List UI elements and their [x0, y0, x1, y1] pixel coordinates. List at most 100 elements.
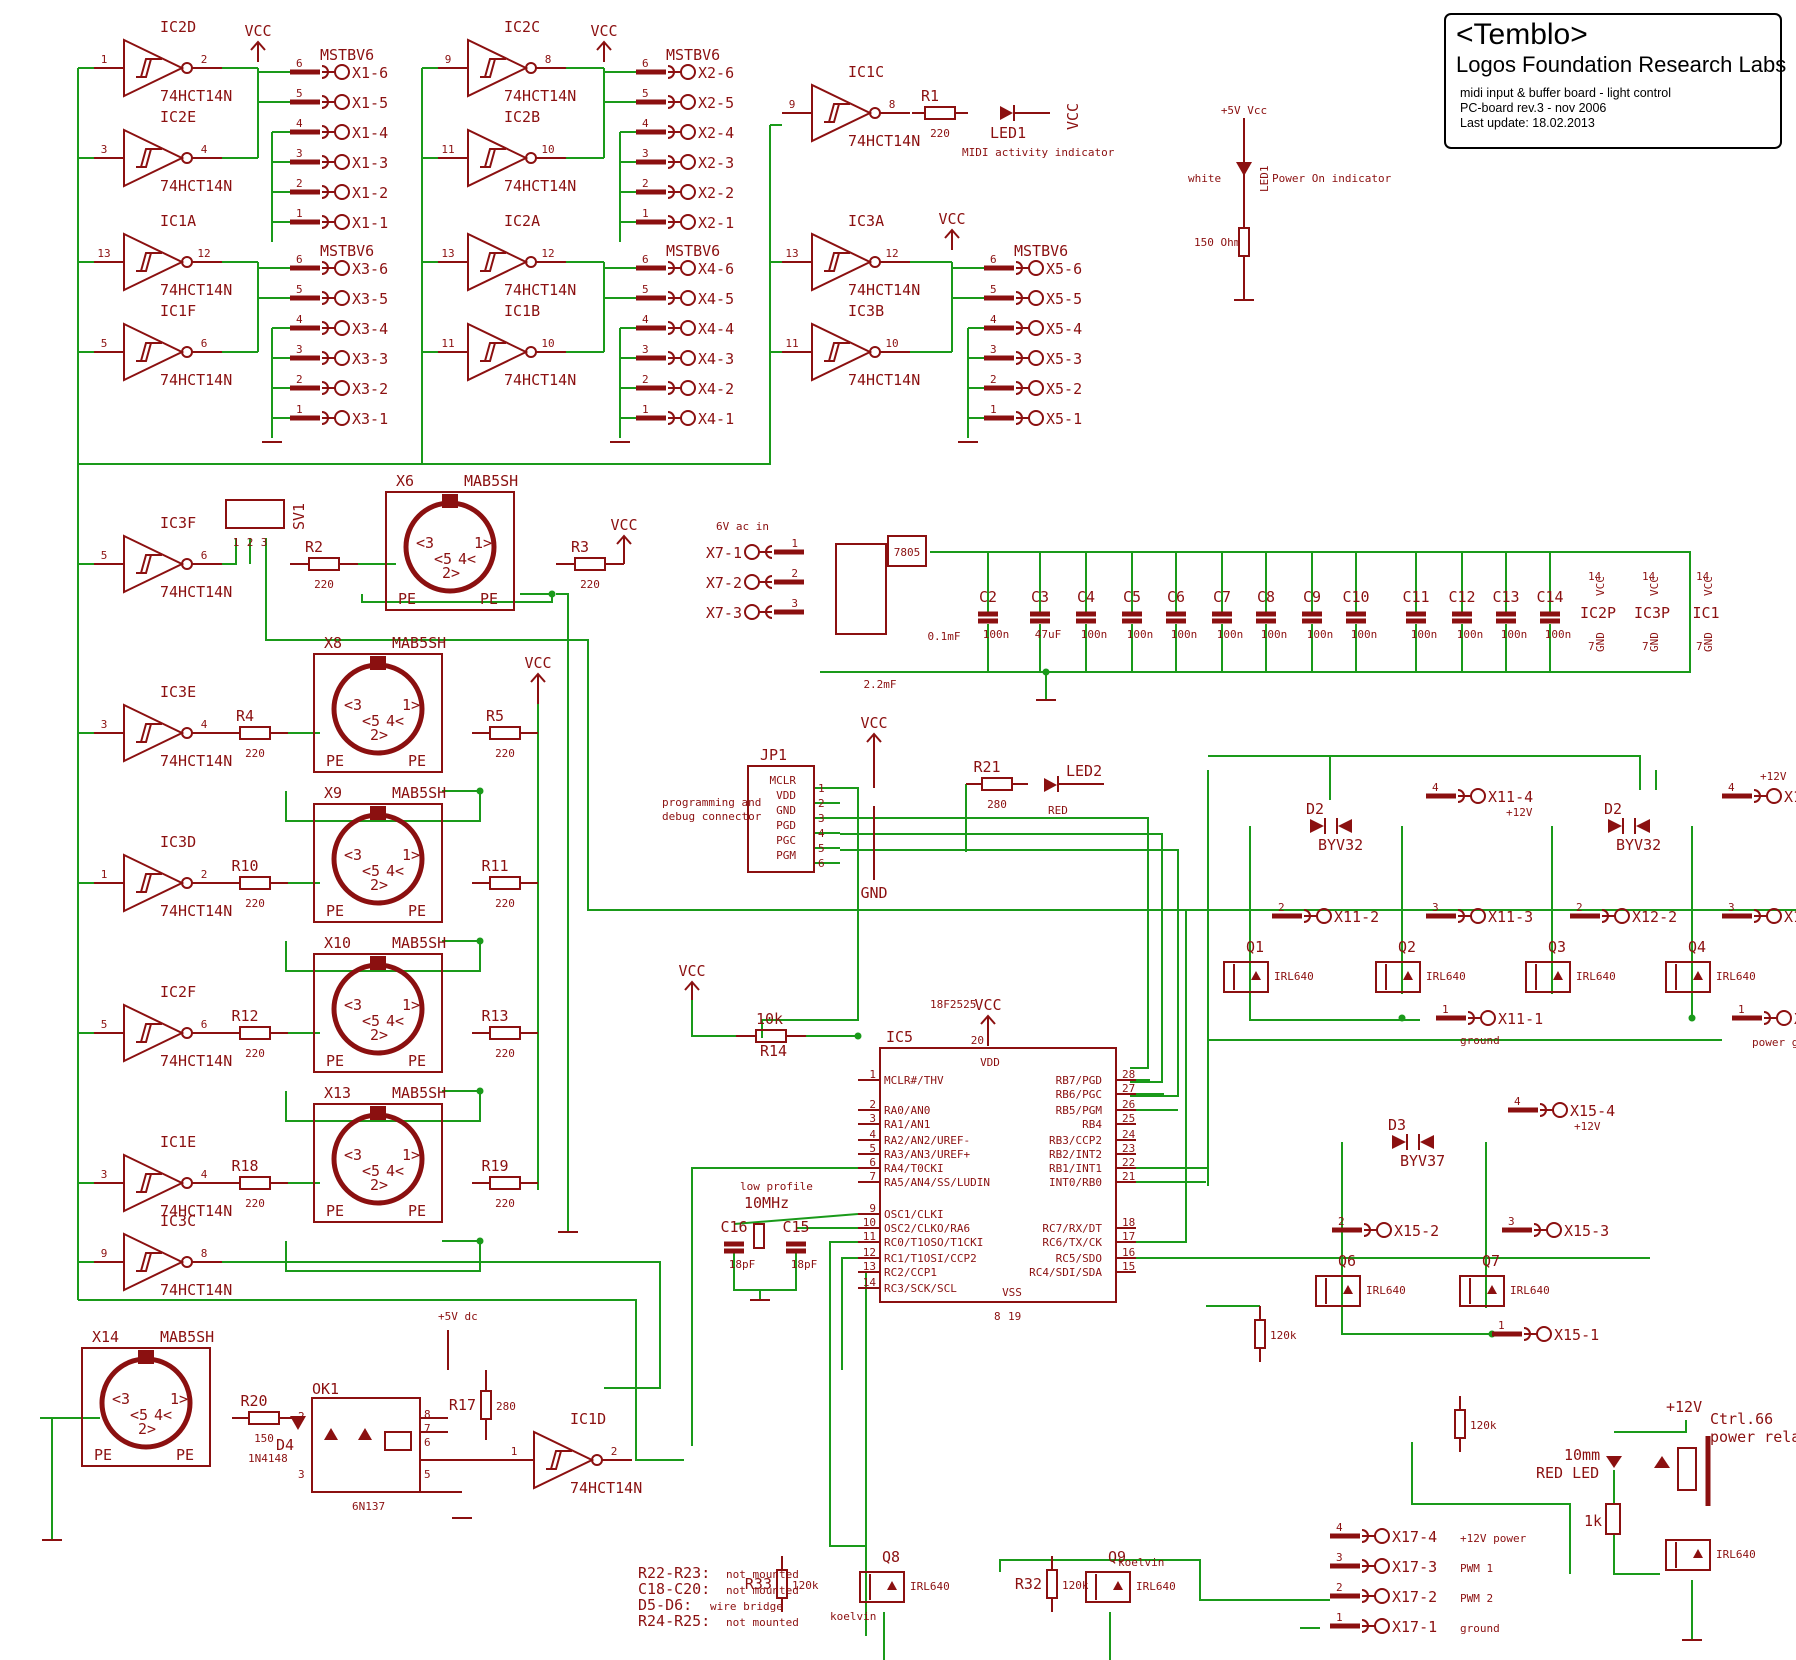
- pin-number: 14: [1696, 570, 1710, 583]
- resistor: [489, 726, 521, 740]
- schmitt-symbol: [824, 252, 850, 272]
- schmitt-symbol: [136, 1023, 162, 1043]
- wire: [285, 940, 481, 972]
- pin-terminal: [1470, 788, 1486, 804]
- pin-number: 1: [1336, 1611, 1343, 1624]
- pin-number: 1: [101, 868, 108, 881]
- resistor: [574, 557, 606, 571]
- pin-terminal: [1766, 908, 1782, 924]
- pin-number: 2: [642, 373, 649, 386]
- connector-pin: [1426, 908, 1486, 924]
- pin-label: X15-1: [1554, 1326, 1599, 1344]
- pin-terminal: [334, 214, 350, 230]
- junction: [1688, 1014, 1696, 1022]
- cap-value: 100n: [1261, 628, 1288, 641]
- pin-number: 1: [990, 403, 997, 416]
- wire: [77, 68, 771, 465]
- mosfet-q3: [1525, 961, 1571, 993]
- pin-label: X2-3: [698, 154, 734, 172]
- pin-number: 1: [642, 207, 649, 220]
- inverter-part: 74HCT14N: [160, 281, 232, 299]
- inverter-ic2d: [94, 38, 222, 98]
- din-pin: 4<: [386, 1012, 404, 1030]
- pin-terminal: [1614, 908, 1630, 924]
- cap-value: 100n: [1217, 628, 1244, 641]
- din-pin: 4<: [386, 1162, 404, 1180]
- wire: [265, 538, 1796, 911]
- connector-pin: [636, 350, 696, 366]
- jp1-pin: VDD: [776, 789, 796, 802]
- inverter-part: 74HCT14N: [848, 132, 920, 150]
- din-pe: PE: [326, 752, 344, 770]
- pin-terminal: [680, 64, 696, 80]
- x11-vlabel: +12V: [1506, 806, 1533, 819]
- note-ref: R22-R23:: [638, 1564, 710, 1582]
- junction: [1398, 1014, 1406, 1022]
- cap-name: C15: [782, 1218, 809, 1236]
- connector-pin: [290, 350, 350, 366]
- pin-label: X12-4: [1784, 788, 1796, 806]
- connector-pin: [1426, 788, 1486, 804]
- pic-pin-label: RC7/RX/DT: [1042, 1222, 1102, 1235]
- res-value: 280: [987, 798, 1007, 811]
- cap-name: C13: [1492, 588, 1519, 606]
- fet-part: IRL640: [1426, 970, 1466, 983]
- din-name: X13: [324, 1084, 351, 1102]
- optocoupler: [311, 1397, 421, 1493]
- pin-terminal: [1536, 1326, 1552, 1342]
- schmitt-symbol: [136, 1173, 162, 1193]
- pin-terminal: [334, 380, 350, 396]
- pin-terminal: [334, 290, 350, 306]
- junction: [476, 787, 484, 795]
- inverter-part: 74HCT14N: [570, 1479, 642, 1497]
- din-pin: <3: [344, 846, 362, 864]
- pin-number: 4: [296, 117, 303, 130]
- title-block: <Temblo> Logos Foundation Research Labs …: [1444, 13, 1786, 149]
- pin-terminal: [1374, 1588, 1390, 1604]
- cap-value: 100n: [1351, 628, 1378, 641]
- pin-terminal: [680, 124, 696, 140]
- pic-pin-label: RB5/PGM: [1056, 1104, 1103, 1117]
- schmitt-symbol: [480, 58, 506, 78]
- pin-number: 7: [1696, 640, 1703, 653]
- jp1-num: 6: [818, 857, 825, 870]
- fet-name: Q9: [1108, 1548, 1126, 1566]
- diode-name: D4: [276, 1436, 294, 1454]
- connector-pin: [636, 290, 696, 306]
- pin-label: X5-5: [1046, 290, 1082, 308]
- pic-pin-number: 15: [1122, 1260, 1135, 1273]
- pin-number: 12: [885, 247, 898, 260]
- pin-label: X7-1: [706, 544, 742, 562]
- fet-part: IRL640: [1576, 970, 1616, 983]
- pin-number: 4: [1728, 781, 1735, 794]
- note-ref: D5-D6:: [638, 1596, 692, 1614]
- inverter-ic3a: [782, 232, 910, 292]
- pin-number: 1: [642, 403, 649, 416]
- inverter-name: IC3A: [848, 212, 884, 230]
- din-pin: 1>: [402, 696, 420, 714]
- din-part: MAB5SH: [160, 1328, 214, 1346]
- pin-number: 12: [541, 247, 554, 260]
- din-body: [313, 953, 443, 1073]
- din-pin: <5: [362, 1162, 380, 1180]
- wire: [840, 849, 1179, 1097]
- inverter-ic2f: [94, 1003, 222, 1063]
- din-pin: <5: [362, 712, 380, 730]
- fet-body: [1085, 1571, 1131, 1603]
- wire: [1411, 1442, 1571, 1574]
- pic-pin-label: RB7/PGD: [1056, 1074, 1102, 1087]
- schmitt-symbol: [136, 873, 162, 893]
- pin-number: 3: [642, 343, 649, 356]
- fet-part: IRL640: [1366, 1284, 1406, 1297]
- pin-number: 9: [445, 53, 452, 66]
- inverter-name: IC2F: [160, 983, 196, 1001]
- pin-terminal: [1028, 380, 1044, 396]
- relay-diode: [1654, 1456, 1670, 1468]
- fet-diode: [1113, 1581, 1123, 1590]
- inverter-name: IC1C: [848, 63, 884, 81]
- relay-coil: [1677, 1447, 1697, 1491]
- resistor: [239, 1026, 271, 1040]
- pin-label: X3-5: [352, 290, 388, 308]
- fet-body: [1375, 961, 1421, 993]
- mosfet-: [1665, 1539, 1711, 1571]
